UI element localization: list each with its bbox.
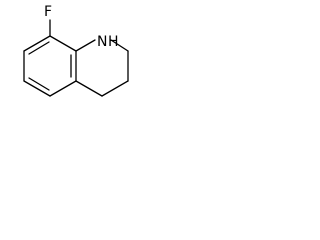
bond-c4-c4a [75, 80, 103, 97]
benzene-ring [23, 35, 77, 97]
bond-n1-c2 [110, 39, 129, 52]
bond-c3-c4 [101, 80, 129, 97]
double-bond-c8-c7 [28, 41, 50, 55]
double-bond-c6-c5 [28, 77, 50, 91]
bond-c8-c8a [49, 35, 77, 52]
bond-c4a-c5 [49, 80, 77, 97]
bond-c5-c6 [23, 80, 51, 97]
chemical-structure-diagram: F N H [23, 4, 129, 97]
saturated-ring [75, 39, 129, 97]
hydrogen-label: H [108, 34, 119, 50]
fluorine-label: F [44, 4, 52, 20]
nitrogen-label: N [97, 34, 107, 50]
bond-c8a-n1 [75, 39, 96, 52]
bond-c7-c8 [23, 35, 51, 52]
